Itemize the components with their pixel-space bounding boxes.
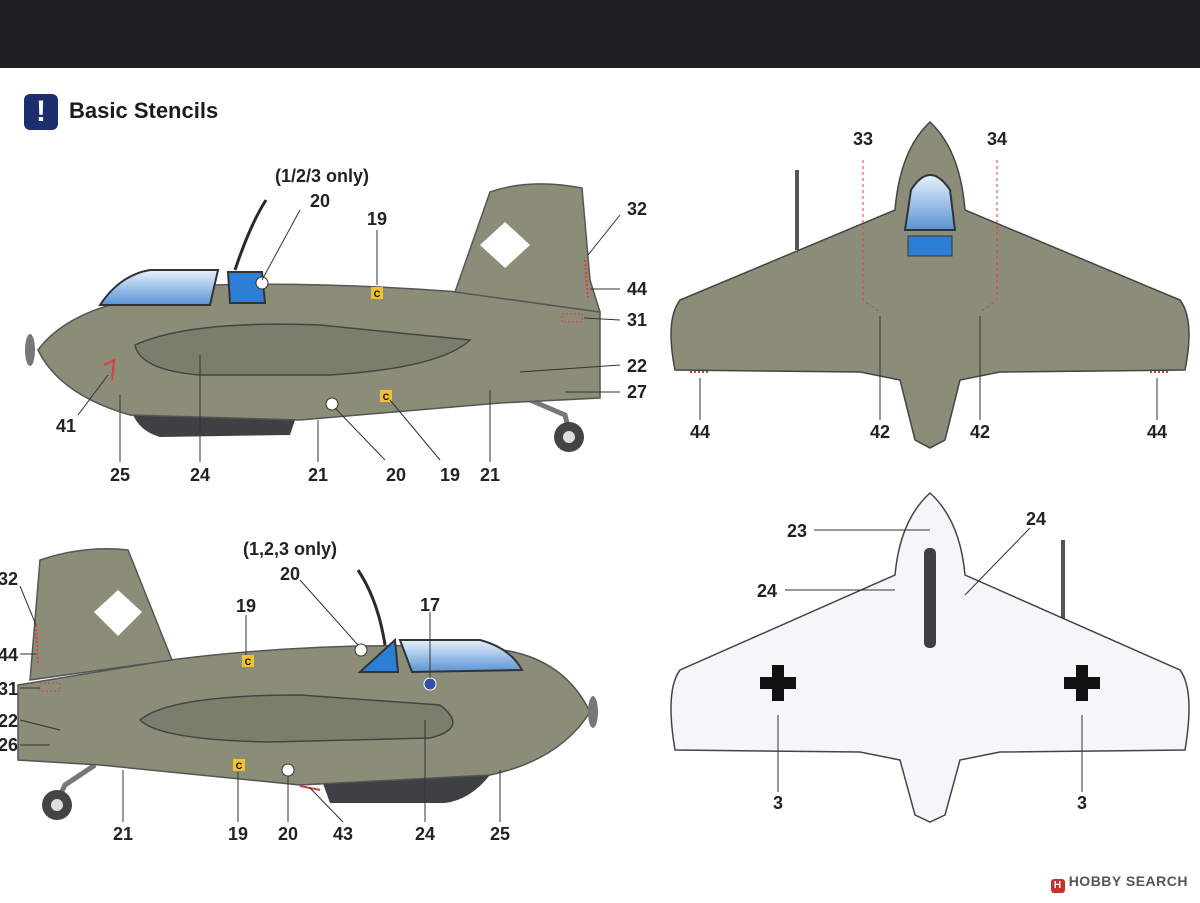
callout: 42 <box>970 422 990 442</box>
canopy-rear <box>357 637 400 673</box>
stencil-red-line <box>979 160 998 313</box>
callout: 44 <box>690 422 710 442</box>
wing-root <box>134 323 472 376</box>
antenna <box>233 199 268 271</box>
wing-root <box>138 694 454 743</box>
left-profile-view: C C <box>25 183 602 452</box>
stencil-red-mark <box>103 358 116 381</box>
callout: 26 <box>0 735 18 755</box>
note-left: (1/2/3 only) <box>275 166 369 186</box>
stencil-roundel <box>423 677 437 691</box>
callout: 44 <box>0 645 18 665</box>
stencil-c-badge <box>380 390 392 402</box>
callout: 24 <box>757 581 777 601</box>
top-canopy <box>903 174 957 231</box>
callout: 32 <box>627 199 647 219</box>
callout: 24 <box>415 824 435 844</box>
callout: 34 <box>987 129 1007 149</box>
note-right: (1,2,3 only) <box>243 539 337 559</box>
stencil-c-label: C <box>245 657 252 667</box>
stencil-round <box>281 763 295 777</box>
canopy-front <box>398 639 524 674</box>
stencil-red-box <box>561 313 583 323</box>
bottom-view <box>670 491 1190 823</box>
callout: 19 <box>440 465 460 485</box>
callout: 3 <box>1077 793 1087 813</box>
callout: 23 <box>787 521 807 541</box>
belly-skid <box>924 548 936 648</box>
stencil-red-box <box>39 682 61 692</box>
callout: 27 <box>627 382 647 402</box>
stencil-round <box>325 397 339 411</box>
stencil-red-strip <box>35 624 39 666</box>
callout: 31 <box>627 310 647 330</box>
top-callout-leaders <box>699 316 1158 420</box>
callout: 3 <box>773 793 783 813</box>
callout: 25 <box>110 465 130 485</box>
left-callout-leaders <box>77 209 621 462</box>
callout: 17 <box>420 595 440 615</box>
antenna <box>356 569 387 646</box>
callout: 20 <box>386 465 406 485</box>
callout: 42 <box>870 422 890 442</box>
callout: 20 <box>310 191 330 211</box>
hobbysearch-logo-icon: H <box>1050 879 1065 893</box>
stencil-red-strip <box>584 259 589 301</box>
callout: 32 <box>0 569 18 589</box>
stencil-c-badge <box>242 655 254 667</box>
callout: 19 <box>367 209 387 229</box>
exclamation-icon: ! <box>24 94 58 130</box>
callout: 22 <box>0 711 18 731</box>
callout: 24 <box>190 465 210 485</box>
stencil-c-label: C <box>236 761 243 771</box>
callout: 21 <box>480 465 500 485</box>
callout: 21 <box>308 465 328 485</box>
callout: 25 <box>490 824 510 844</box>
right-profile-view: C C <box>17 548 598 820</box>
stencil-red-line <box>862 160 881 313</box>
callout: 44 <box>1147 422 1167 442</box>
stencil-round <box>354 643 368 657</box>
stencil-c-label: C <box>383 392 390 402</box>
watermark-text: HOBBY SEARCH <box>1068 873 1188 889</box>
stencil-c-badge <box>233 759 245 771</box>
callout: 31 <box>0 679 18 699</box>
bottom-callout-leaders <box>777 527 1083 792</box>
propeller <box>25 334 35 366</box>
callout: 33 <box>853 129 873 149</box>
callout: 43 <box>333 824 353 844</box>
callout: 44 <box>627 279 647 299</box>
balkenkreuz-left <box>760 665 796 701</box>
callout: 41 <box>56 416 76 436</box>
stencil-round <box>255 276 269 290</box>
section-title: Basic Stencils <box>69 98 219 123</box>
callout: 19 <box>228 824 248 844</box>
balkenkreuz-right <box>1064 665 1100 701</box>
bottom-airframe <box>670 491 1190 823</box>
top-canopy-rear <box>907 235 953 257</box>
top-airframe <box>670 120 1190 449</box>
stencil-c-label: C <box>374 289 381 299</box>
callout: 19 <box>236 596 256 616</box>
top-dark-band <box>0 0 1200 68</box>
callout: 22 <box>627 356 647 376</box>
fin-marking <box>94 590 142 636</box>
callout: 21 <box>113 824 133 844</box>
right-callout-leaders <box>19 579 501 823</box>
stencil-c-badge <box>371 287 383 299</box>
tail-fin <box>453 183 602 313</box>
top-view <box>670 120 1190 449</box>
fin-marking <box>480 222 530 268</box>
canopy-rear <box>226 271 267 304</box>
propeller <box>588 696 598 728</box>
callout: 24 <box>1026 509 1046 529</box>
callout: 20 <box>280 564 300 584</box>
callout: 20 <box>278 824 298 844</box>
canopy-front <box>98 269 220 306</box>
